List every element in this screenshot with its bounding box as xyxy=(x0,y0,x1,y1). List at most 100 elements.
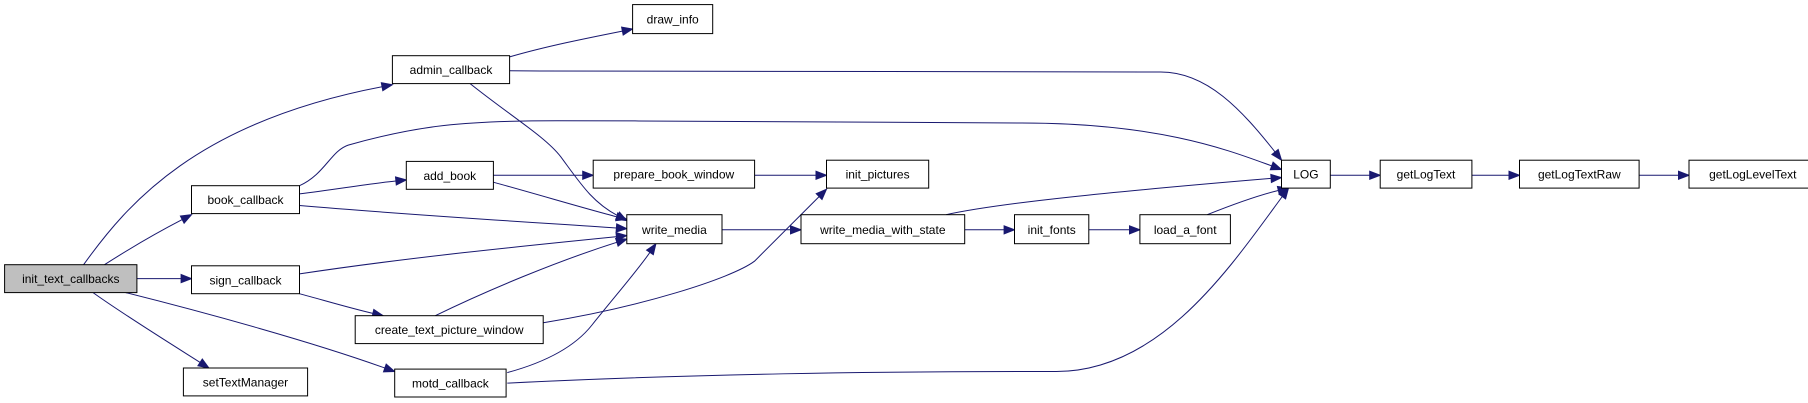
node-box xyxy=(191,185,300,215)
node-label: sign_callback xyxy=(209,273,282,287)
node-write_media[interactable]: write_media xyxy=(626,214,723,245)
arrow-head-icon xyxy=(380,82,394,92)
edge-line xyxy=(469,83,618,217)
node-add_book[interactable]: add_book xyxy=(405,160,494,190)
node-load_a_font[interactable]: load_a_font xyxy=(1139,214,1231,245)
arrow-head-icon xyxy=(382,363,396,373)
arrow-head-icon xyxy=(1129,225,1142,235)
edge-line xyxy=(945,177,1272,216)
node-box xyxy=(632,4,714,35)
node-draw_info[interactable]: draw_info xyxy=(632,4,714,35)
node-getLogTextRaw[interactable]: getLogTextRaw xyxy=(1519,159,1640,189)
node-getLogLevelText[interactable]: getLogLevelText xyxy=(1688,159,1808,189)
edge-line xyxy=(299,293,373,314)
node-write_media_with_state[interactable]: write_media_with_state xyxy=(800,214,966,245)
edge-init_text_callbacks-to-motd_callback xyxy=(125,292,396,373)
node-label: setTextManager xyxy=(203,375,288,389)
edge-admin_callback-to-draw_info xyxy=(509,26,634,58)
node-setTextManager[interactable]: setTextManager xyxy=(182,367,309,397)
edge-book_callback-to-write_media xyxy=(299,205,629,233)
edge-line xyxy=(299,205,617,229)
node-prepare_book_window[interactable]: prepare_book_window xyxy=(592,159,756,189)
edge-line xyxy=(299,120,1272,187)
edge-write_media_with_state-to-LOG xyxy=(945,173,1283,216)
node-label: draw_info xyxy=(647,13,699,27)
edge-book_callback-to-LOG xyxy=(299,120,1283,187)
arrow-head-icon xyxy=(815,170,828,181)
node-box xyxy=(391,55,511,85)
edge-line xyxy=(299,180,396,195)
call-graph-nodes: init_text_callbacks admin_callback book_ca… xyxy=(4,4,1808,398)
arrow-head-icon xyxy=(394,176,408,186)
arrow-head-icon xyxy=(180,273,193,284)
edge-create_text_picture_window-to-init_pictures xyxy=(543,188,828,324)
edge-line xyxy=(435,241,617,317)
node-init_pictures[interactable]: init_pictures xyxy=(826,159,930,189)
edge-sign_callback-to-write_media xyxy=(299,231,629,275)
edge-getLogText-to-getLogTextRaw xyxy=(1471,170,1521,181)
edge-line xyxy=(493,181,617,218)
arrow-head-icon xyxy=(1369,170,1382,181)
edge-LOG-to-getLogText xyxy=(1330,170,1382,181)
edge-motd_callback-to-write_media xyxy=(507,242,657,374)
node-init_text_callbacks[interactable]: init_text_callbacks xyxy=(4,264,138,294)
node-label: LOG xyxy=(1293,168,1318,182)
arrow-head-icon xyxy=(1269,161,1283,171)
arrow-head-icon xyxy=(1508,170,1521,181)
node-label: prepare_book_window xyxy=(613,168,734,182)
node-label: add_book xyxy=(423,169,477,183)
node-box xyxy=(1281,159,1331,189)
node-label: init_text_callbacks xyxy=(22,272,119,286)
node-label: admin_callback xyxy=(410,63,494,77)
arrow-head-icon xyxy=(1003,225,1016,235)
edge-getLogTextRaw-to-getLogLevelText xyxy=(1639,170,1691,181)
edge-line xyxy=(1207,190,1279,216)
edge-line xyxy=(543,196,820,324)
edge-init_text_callbacks-to-admin_callback xyxy=(83,82,394,265)
arrow-head-icon xyxy=(1678,170,1691,181)
node-init_fonts[interactable]: init_fonts xyxy=(1014,214,1090,245)
node-label: load_a_font xyxy=(1154,223,1217,237)
edge-write_media_with_state-to-init_fonts xyxy=(964,225,1016,235)
node-label: book_callback xyxy=(207,193,284,207)
arrow-head-icon xyxy=(614,237,629,248)
node-LOG[interactable]: LOG xyxy=(1281,159,1331,189)
edge-admin_callback-to-write_media xyxy=(469,83,629,222)
node-getLogText[interactable]: getLogText xyxy=(1379,159,1473,189)
node-create_text_picture_window[interactable]: create_text_picture_window xyxy=(354,315,544,345)
arrow-head-icon xyxy=(615,212,629,222)
arrow-head-icon xyxy=(582,170,595,181)
edge-add_book-to-prepare_book_window xyxy=(493,170,595,181)
call-graph-edges xyxy=(83,26,1691,384)
edge-add_book-to-write_media xyxy=(493,181,629,222)
node-label: getLogText xyxy=(1397,168,1456,182)
node-label: motd_callback xyxy=(412,377,490,391)
edge-init_text_callbacks-to-sign_callback xyxy=(137,273,193,284)
arrow-head-icon xyxy=(645,242,657,256)
node-box xyxy=(1014,214,1090,245)
node-box xyxy=(592,159,756,189)
arrow-head-icon xyxy=(815,188,828,201)
node-box xyxy=(182,367,309,397)
arrow-head-icon xyxy=(197,358,211,369)
node-box xyxy=(394,368,507,398)
edge-line xyxy=(83,86,383,265)
node-box xyxy=(405,160,494,190)
node-box xyxy=(354,315,544,345)
edge-sign_callback-to-create_text_picture_window xyxy=(299,293,385,318)
edge-line xyxy=(92,292,201,363)
node-label: write_media_with_state xyxy=(819,223,946,237)
node-book_callback[interactable]: book_callback xyxy=(191,185,300,215)
arrow-head-icon xyxy=(179,214,193,225)
edge-init_text_callbacks-to-book_callback xyxy=(104,214,193,266)
node-motd_callback[interactable]: motd_callback xyxy=(394,368,507,398)
node-admin_callback[interactable]: admin_callback xyxy=(391,55,511,85)
node-label: write_media xyxy=(641,223,707,237)
edge-init_fonts-to-load_a_font xyxy=(1088,225,1142,235)
node-label: getLogTextRaw xyxy=(1538,168,1621,182)
node-sign_callback[interactable]: sign_callback xyxy=(191,265,300,295)
node-label: init_fonts xyxy=(1028,223,1076,237)
edge-init_text_callbacks-to-setTextManager xyxy=(92,292,211,369)
edge-line xyxy=(125,292,385,369)
